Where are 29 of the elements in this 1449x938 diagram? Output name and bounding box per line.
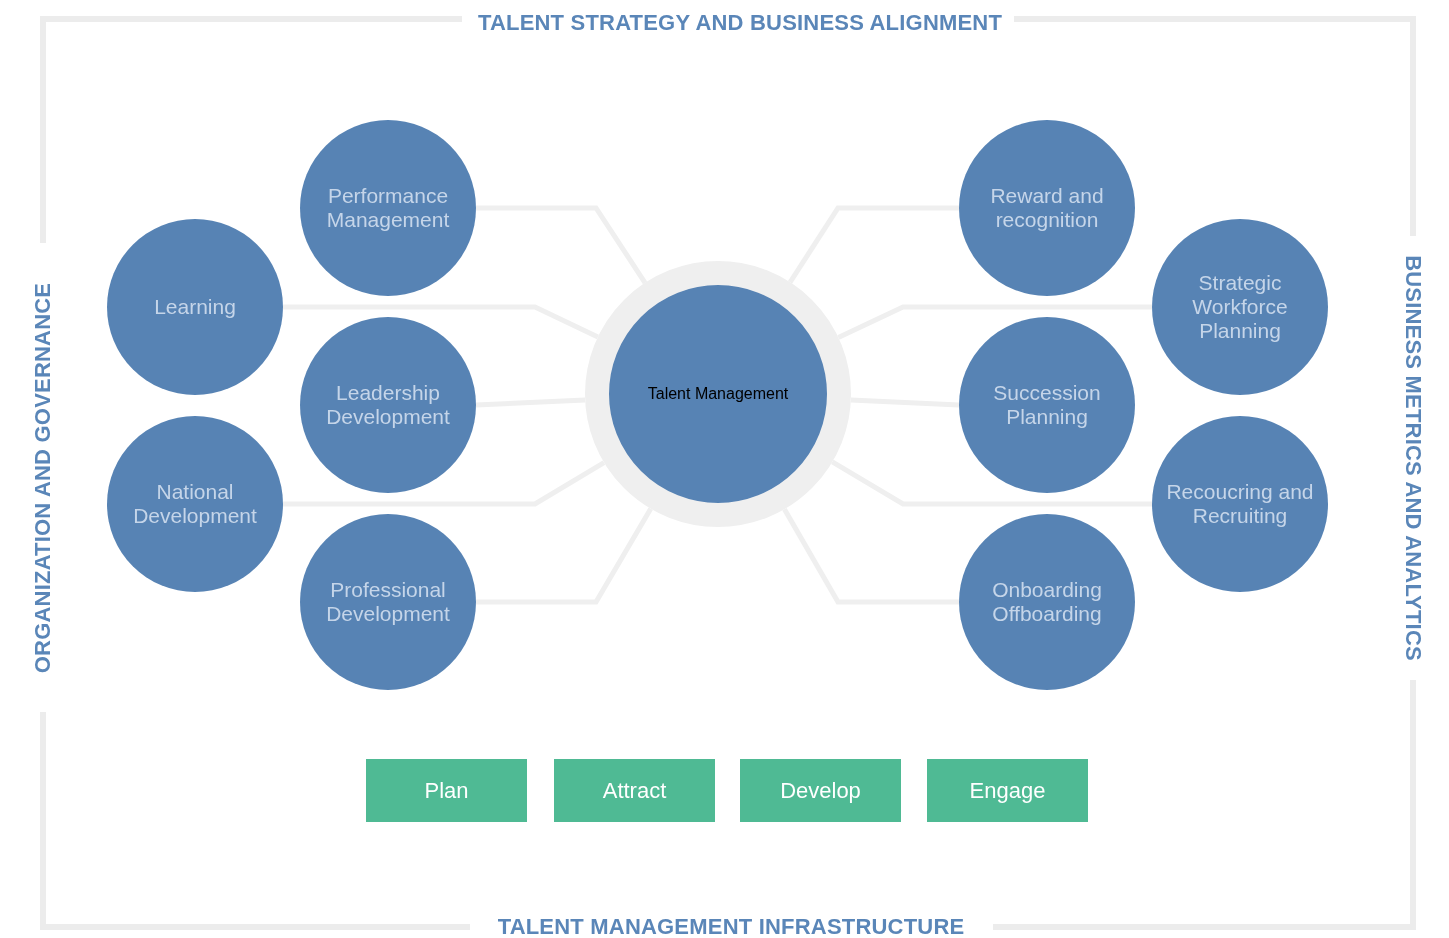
connector-line bbox=[283, 304, 599, 340]
connector-line bbox=[837, 304, 1152, 340]
section-heading: TALENT MANAGEMENT INFRASTRUCTURE bbox=[497, 914, 965, 938]
topic-circle: Professional Development bbox=[300, 514, 476, 690]
topic-circle: Leadership Development bbox=[300, 317, 476, 493]
topic-circle: Performance Management bbox=[300, 120, 476, 296]
section-heading: ORGANIZATION AND GOVERNANCE bbox=[30, 282, 56, 674]
topic-circle: Onboarding Offboarding bbox=[959, 514, 1135, 690]
topic-circle: Learning bbox=[107, 219, 283, 395]
connector-line bbox=[788, 205, 959, 284]
connector-line bbox=[476, 507, 653, 605]
connector-line bbox=[782, 507, 959, 605]
center-circle: Talent Management bbox=[585, 261, 851, 527]
stage-box: Develop bbox=[740, 759, 901, 822]
section-heading: BUSINESS METRICS AND ANALYTICS bbox=[1400, 255, 1426, 661]
stage-box: Plan bbox=[366, 759, 527, 822]
topic-circle: Strategic Workforce Planning bbox=[1152, 219, 1328, 395]
topic-circle: Succession Planning bbox=[959, 317, 1135, 493]
connector-line bbox=[831, 459, 1152, 507]
connector-line bbox=[283, 460, 606, 507]
topic-circle: National Development bbox=[107, 416, 283, 592]
connector-line bbox=[475, 397, 586, 408]
stage-box: Attract bbox=[554, 759, 715, 822]
connector-line bbox=[476, 205, 648, 285]
stage-box: Engage bbox=[927, 759, 1088, 822]
section-heading: TALENT STRATEGY AND BUSINESS ALIGNMENT bbox=[477, 10, 1003, 36]
connector-line bbox=[850, 397, 960, 408]
topic-circle: Reward and recognition bbox=[959, 120, 1135, 296]
topic-circle: Recoucring and Recruiting bbox=[1152, 416, 1328, 592]
